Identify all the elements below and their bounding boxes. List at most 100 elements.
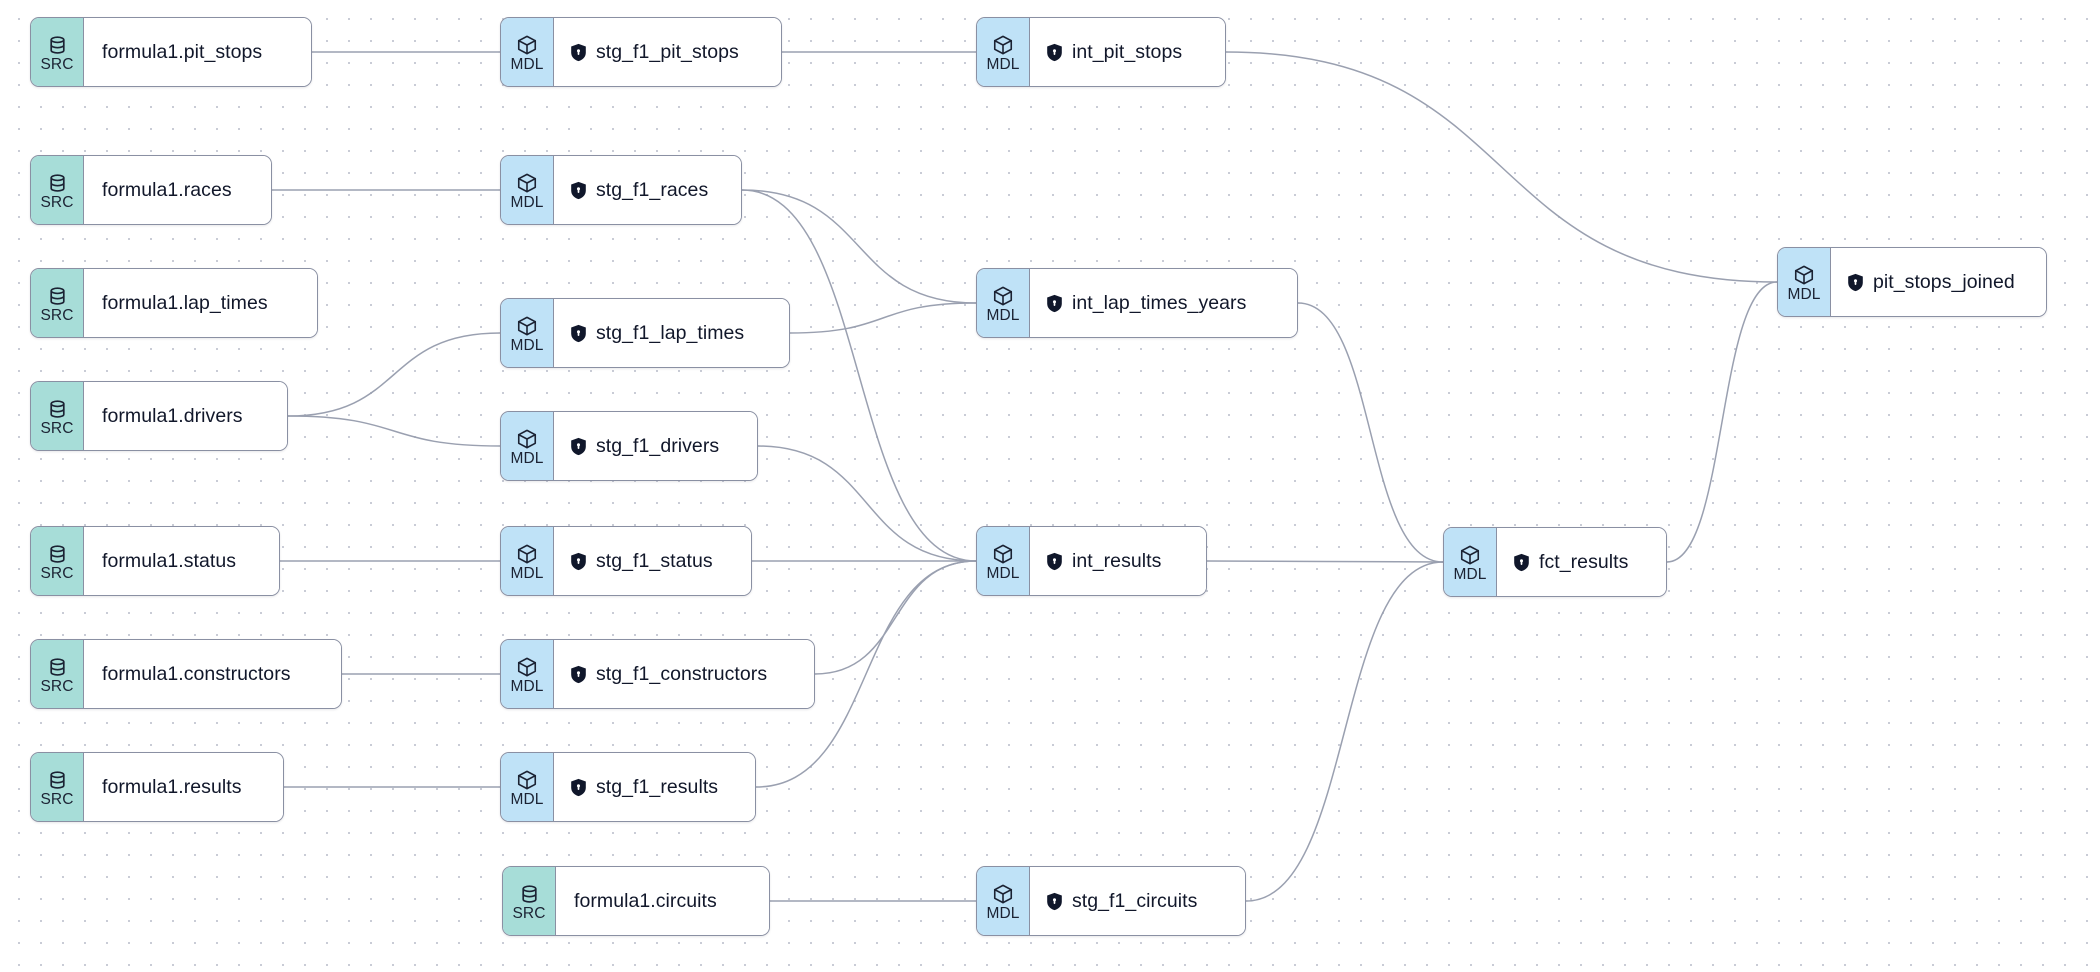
node-label: formula1.circuits <box>574 889 717 912</box>
badge-label: MDL <box>1453 566 1487 584</box>
cube-icon <box>992 543 1014 565</box>
lineage-node-int_lap_times_years[interactable]: MDL int_lap_times_years <box>976 268 1298 338</box>
lineage-node-src_drivers[interactable]: SRC formula1.drivers <box>30 381 288 451</box>
shield-lock-icon <box>1513 553 1530 572</box>
node-body: stg_f1_races <box>554 156 741 224</box>
database-icon <box>47 286 68 307</box>
node-body: formula1.races <box>84 156 271 224</box>
model-badge: MDL <box>501 527 554 595</box>
node-label: formula1.status <box>102 549 237 572</box>
badge-label: MDL <box>510 450 544 468</box>
node-body: int_results <box>1030 527 1206 595</box>
shield-lock-icon <box>1046 43 1063 62</box>
node-body: formula1.lap_times <box>84 269 317 337</box>
lineage-node-stg_constructors[interactable]: MDL stg_f1_constructors <box>500 639 815 709</box>
node-label: int_pit_stops <box>1072 40 1183 63</box>
node-body: formula1.drivers <box>84 382 287 450</box>
model-badge: MDL <box>977 269 1030 337</box>
lineage-node-stg_status[interactable]: MDL stg_f1_status <box>500 526 752 596</box>
badge-label: MDL <box>986 905 1020 923</box>
node-label: formula1.races <box>102 178 232 201</box>
node-body: pit_stops_joined <box>1831 248 2046 316</box>
node-label: stg_f1_constructors <box>596 662 768 685</box>
node-label: int_results <box>1072 549 1162 572</box>
source-badge: SRC <box>31 156 84 224</box>
node-body: int_lap_times_years <box>1030 269 1297 337</box>
lineage-node-src_constructors[interactable]: SRC formula1.constructors <box>30 639 342 709</box>
lineage-node-src_circuits[interactable]: SRC formula1.circuits <box>502 866 770 936</box>
shield-lock-icon <box>570 552 587 571</box>
lineage-node-src_lap_times[interactable]: SRC formula1.lap_times <box>30 268 318 338</box>
model-badge: MDL <box>1444 528 1497 596</box>
lineage-node-src_races[interactable]: SRC formula1.races <box>30 155 272 225</box>
shield-lock-icon <box>570 778 587 797</box>
node-body: stg_f1_drivers <box>554 412 757 480</box>
shield-lock-icon <box>1847 273 1864 292</box>
badge-label: MDL <box>1787 286 1821 304</box>
model-badge: MDL <box>501 156 554 224</box>
shield-lock-icon <box>570 43 587 62</box>
badge-label: MDL <box>510 678 544 696</box>
cube-icon <box>516 656 538 678</box>
cube-icon <box>992 883 1014 905</box>
lineage-node-stg_lap_times[interactable]: MDL stg_f1_lap_times <box>500 298 790 368</box>
model-badge: MDL <box>977 867 1030 935</box>
badge-label: SRC <box>40 677 74 695</box>
lineage-node-fct_results[interactable]: MDL fct_results <box>1443 527 1667 597</box>
shield-lock-icon <box>1046 892 1063 911</box>
node-label: formula1.pit_stops <box>102 40 263 63</box>
badge-label: SRC <box>40 564 74 582</box>
node-body: stg_f1_constructors <box>554 640 814 708</box>
model-badge: MDL <box>501 640 554 708</box>
source-badge: SRC <box>31 753 84 821</box>
model-badge: MDL <box>501 753 554 821</box>
node-label: stg_f1_drivers <box>596 434 720 457</box>
cube-icon <box>516 428 538 450</box>
source-badge: SRC <box>31 640 84 708</box>
source-badge: SRC <box>31 382 84 450</box>
database-icon <box>47 770 68 791</box>
source-badge: SRC <box>31 269 84 337</box>
cube-icon <box>992 34 1014 56</box>
lineage-node-src_pit_stops[interactable]: SRC formula1.pit_stops <box>30 17 312 87</box>
node-label: stg_f1_status <box>596 549 713 572</box>
cube-icon <box>516 315 538 337</box>
node-body: stg_f1_circuits <box>1030 867 1245 935</box>
shield-lock-icon <box>570 437 587 456</box>
badge-label: MDL <box>986 56 1020 74</box>
shield-lock-icon <box>570 324 587 343</box>
database-icon <box>47 399 68 420</box>
lineage-node-pit_stops_joined[interactable]: MDL pit_stops_joined <box>1777 247 2047 317</box>
cube-icon <box>516 172 538 194</box>
badge-label: MDL <box>510 56 544 74</box>
lineage-node-stg_circuits[interactable]: MDL stg_f1_circuits <box>976 866 1246 936</box>
node-label: formula1.constructors <box>102 662 291 685</box>
node-label: int_lap_times_years <box>1072 291 1247 314</box>
shield-lock-icon <box>1046 294 1063 313</box>
badge-label: MDL <box>510 791 544 809</box>
source-badge: SRC <box>31 527 84 595</box>
shield-lock-icon <box>1046 552 1063 571</box>
lineage-node-src_status[interactable]: SRC formula1.status <box>30 526 280 596</box>
lineage-node-int_pit_stops[interactable]: MDL int_pit_stops <box>976 17 1226 87</box>
badge-label: SRC <box>512 904 546 922</box>
cube-icon <box>1459 544 1481 566</box>
cube-icon <box>516 769 538 791</box>
node-body: formula1.circuits <box>556 867 769 935</box>
badge-label: MDL <box>510 337 544 355</box>
node-label: formula1.drivers <box>102 404 243 427</box>
badge-label: SRC <box>40 306 74 324</box>
node-label: stg_f1_pit_stops <box>596 40 739 63</box>
node-label: fct_results <box>1539 550 1629 573</box>
source-badge: SRC <box>31 18 84 86</box>
node-body: stg_f1_lap_times <box>554 299 789 367</box>
cube-icon <box>992 285 1014 307</box>
lineage-node-stg_pit_stops[interactable]: MDL stg_f1_pit_stops <box>500 17 782 87</box>
lineage-node-stg_drivers[interactable]: MDL stg_f1_drivers <box>500 411 758 481</box>
